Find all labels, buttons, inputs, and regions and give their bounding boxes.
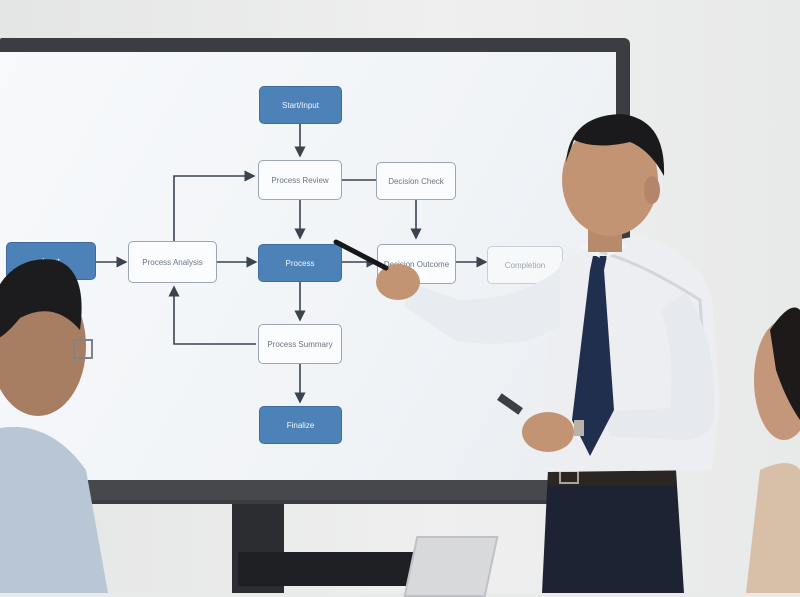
flow-node-analysis: Process Analysis: [128, 241, 217, 283]
pointer-pen: [333, 239, 389, 271]
connector: [173, 170, 256, 242]
flow-node-start: Start/Input: [259, 86, 342, 124]
flow-node-label: Completion: [504, 260, 546, 270]
presenter-head: [562, 124, 658, 236]
flow-node-review: Process Review: [258, 160, 342, 200]
attendee-left-shirt: [0, 426, 108, 593]
glasses: [73, 339, 93, 359]
stand-shelf: [238, 552, 423, 586]
flow-node-label: Process Analysis: [142, 257, 203, 267]
attendee-right: [746, 307, 800, 593]
flow-node-summary: Process Summary: [258, 324, 342, 364]
flow-node-label: Process: [285, 258, 315, 268]
flow-node-label: Finalize: [286, 420, 315, 430]
connector: [168, 285, 256, 345]
flow-node-process: Process: [258, 244, 342, 282]
flow-node-label: Decision Check: [388, 176, 444, 186]
flow-node-label: Start/Input: [282, 100, 319, 110]
presenter-ear: [644, 176, 660, 204]
flow-node-label: Process Review: [271, 175, 329, 185]
attendee-left-hair: [0, 259, 82, 338]
presenter-hand-pointing: [376, 264, 420, 300]
presenter-hand-lower: [522, 412, 574, 452]
wristwatch: [574, 420, 584, 436]
attendee-left: [0, 259, 108, 593]
flow-node-finalize: Finalize: [259, 406, 342, 444]
presenter-arm-right: [604, 292, 715, 440]
presenter: [333, 114, 720, 593]
presenter-tie: [572, 256, 614, 456]
phone: [497, 393, 523, 415]
presenter-arm-pointing: [404, 268, 560, 344]
flow-node-decision: Decision Check: [376, 162, 456, 200]
flow-node-label: Decision Outcome: [383, 259, 450, 269]
presenter-hair: [566, 114, 665, 176]
attendee-right-hair: [770, 307, 800, 420]
presenter-trousers: [542, 470, 684, 593]
flowchart-connectors: [96, 124, 488, 404]
attendee-right-shirt: [746, 463, 800, 593]
flow-node-label: Process Summary: [267, 339, 333, 349]
